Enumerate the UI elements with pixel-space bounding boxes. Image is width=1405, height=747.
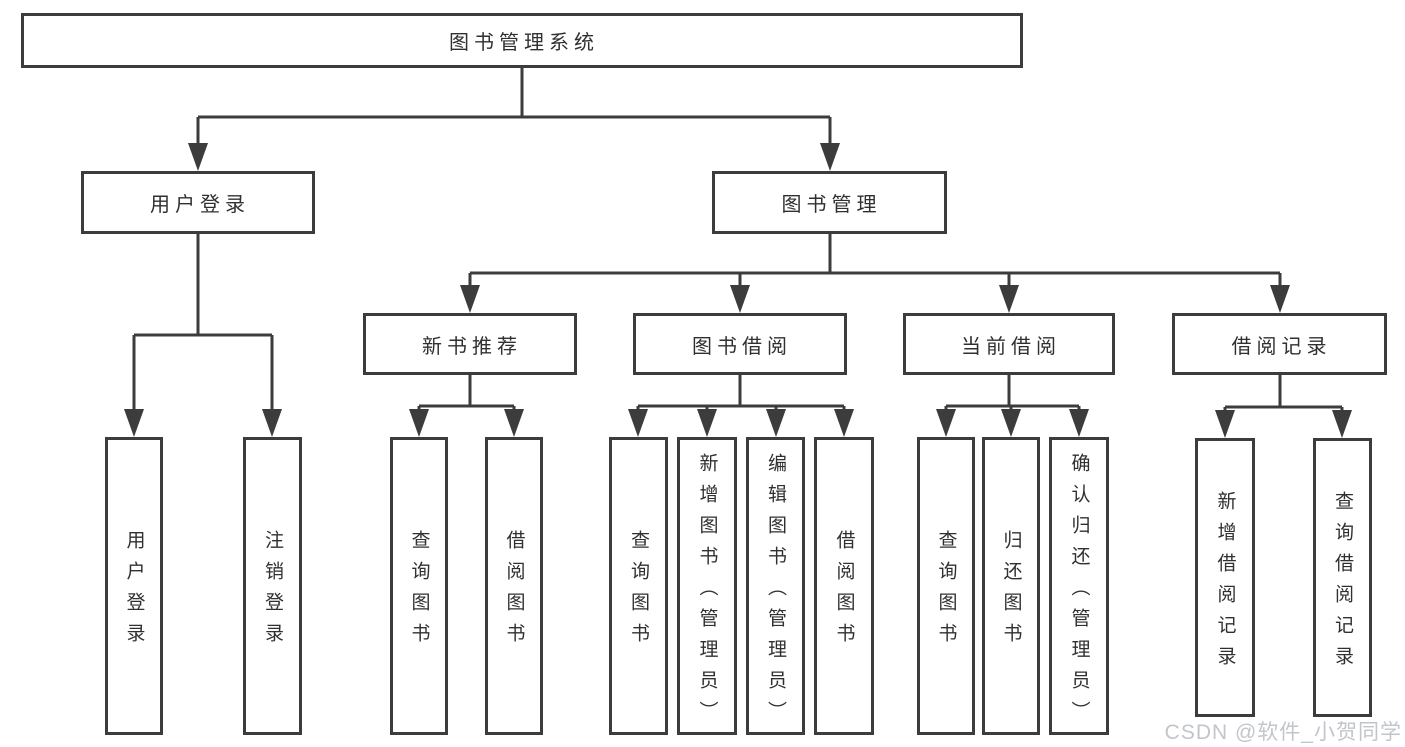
node-book-management: 图书管理: [712, 171, 947, 234]
node-leaf-query-books-2: 查询图书: [609, 437, 668, 735]
node-leaf-query-books-3-label: 查询图书: [935, 530, 957, 654]
node-leaf-query-books-2-label: 查询图书: [628, 530, 649, 654]
node-leaf-query-books-3: 查询图书: [917, 437, 975, 735]
node-leaf-add-book-admin-label: 新增图书（管理员）: [696, 452, 718, 732]
node-new-book-recommendation: 新书推荐: [363, 313, 577, 375]
node-leaf-query-books-1-label: 查询图书: [408, 530, 430, 654]
csdn-watermark: CSDN @软件_小贺同学: [1164, 721, 1402, 744]
node-current-borrowing: 当前借阅: [903, 313, 1115, 375]
node-book-management-system: 图书管理系统: [21, 13, 1023, 68]
connector-root-to-level2: [188, 68, 840, 171]
connector-borrow-record-children: [1215, 375, 1352, 438]
node-leaf-user-login: 用户登录: [105, 437, 163, 735]
node-leaf-query-borrow-record: 查询借阅记录: [1313, 438, 1372, 717]
node-book-management-label: 图书管理: [781, 194, 882, 216]
connector-book-mgmt-children: [460, 234, 1290, 313]
node-leaf-query-books-1: 查询图书: [390, 437, 448, 735]
node-leaf-logout: 注销登录: [243, 437, 302, 735]
node-user-login: 用户登录: [81, 171, 315, 234]
node-new-book-recommendation-label: 新书推荐: [422, 335, 522, 358]
node-leaf-confirm-return-admin-label: 确认归还（管理员）: [1068, 452, 1090, 732]
node-leaf-edit-book-admin: 编辑图书（管理员）: [746, 437, 805, 735]
node-book-borrowing: 图书借阅: [633, 313, 847, 375]
node-leaf-borrow-books-1-label: 借阅图书: [503, 530, 525, 654]
node-leaf-confirm-return-admin: 确认归还（管理员）: [1049, 437, 1109, 735]
node-leaf-add-borrow-record-label: 新增借阅记录: [1214, 490, 1236, 677]
node-leaf-return-books: 归还图书: [982, 437, 1040, 735]
node-leaf-borrow-books-2: 借阅图书: [814, 437, 874, 735]
node-leaf-add-borrow-record: 新增借阅记录: [1195, 438, 1255, 717]
node-current-borrowing-label: 当前借阅: [961, 335, 1061, 358]
node-leaf-return-books-label: 归还图书: [1000, 530, 1022, 654]
connector-book-borrow-children: [628, 375, 854, 437]
node-book-management-system-label: 图书管理系统: [449, 32, 599, 54]
node-leaf-query-borrow-record-label: 查询借阅记录: [1332, 490, 1353, 677]
node-leaf-borrow-books-1: 借阅图书: [485, 437, 543, 735]
connector-current-borrow-children: [936, 375, 1089, 437]
node-leaf-add-book-admin: 新增图书（管理员）: [677, 437, 737, 735]
node-leaf-borrow-books-2-label: 借阅图书: [833, 530, 855, 654]
node-book-borrowing-label: 图书借阅: [692, 335, 792, 358]
node-user-login-label: 用户登录: [150, 194, 250, 216]
node-leaf-user-login-label: 用户登录: [123, 530, 145, 654]
node-borrowing-records-label: 借阅记录: [1231, 335, 1332, 358]
connector-new-book-rec-children: [409, 375, 524, 437]
node-borrowing-records: 借阅记录: [1172, 313, 1387, 375]
node-leaf-edit-book-admin-label: 编辑图书（管理员）: [765, 452, 786, 732]
connector-user-login-children: [124, 234, 282, 437]
node-leaf-logout-label: 注销登录: [262, 530, 283, 654]
